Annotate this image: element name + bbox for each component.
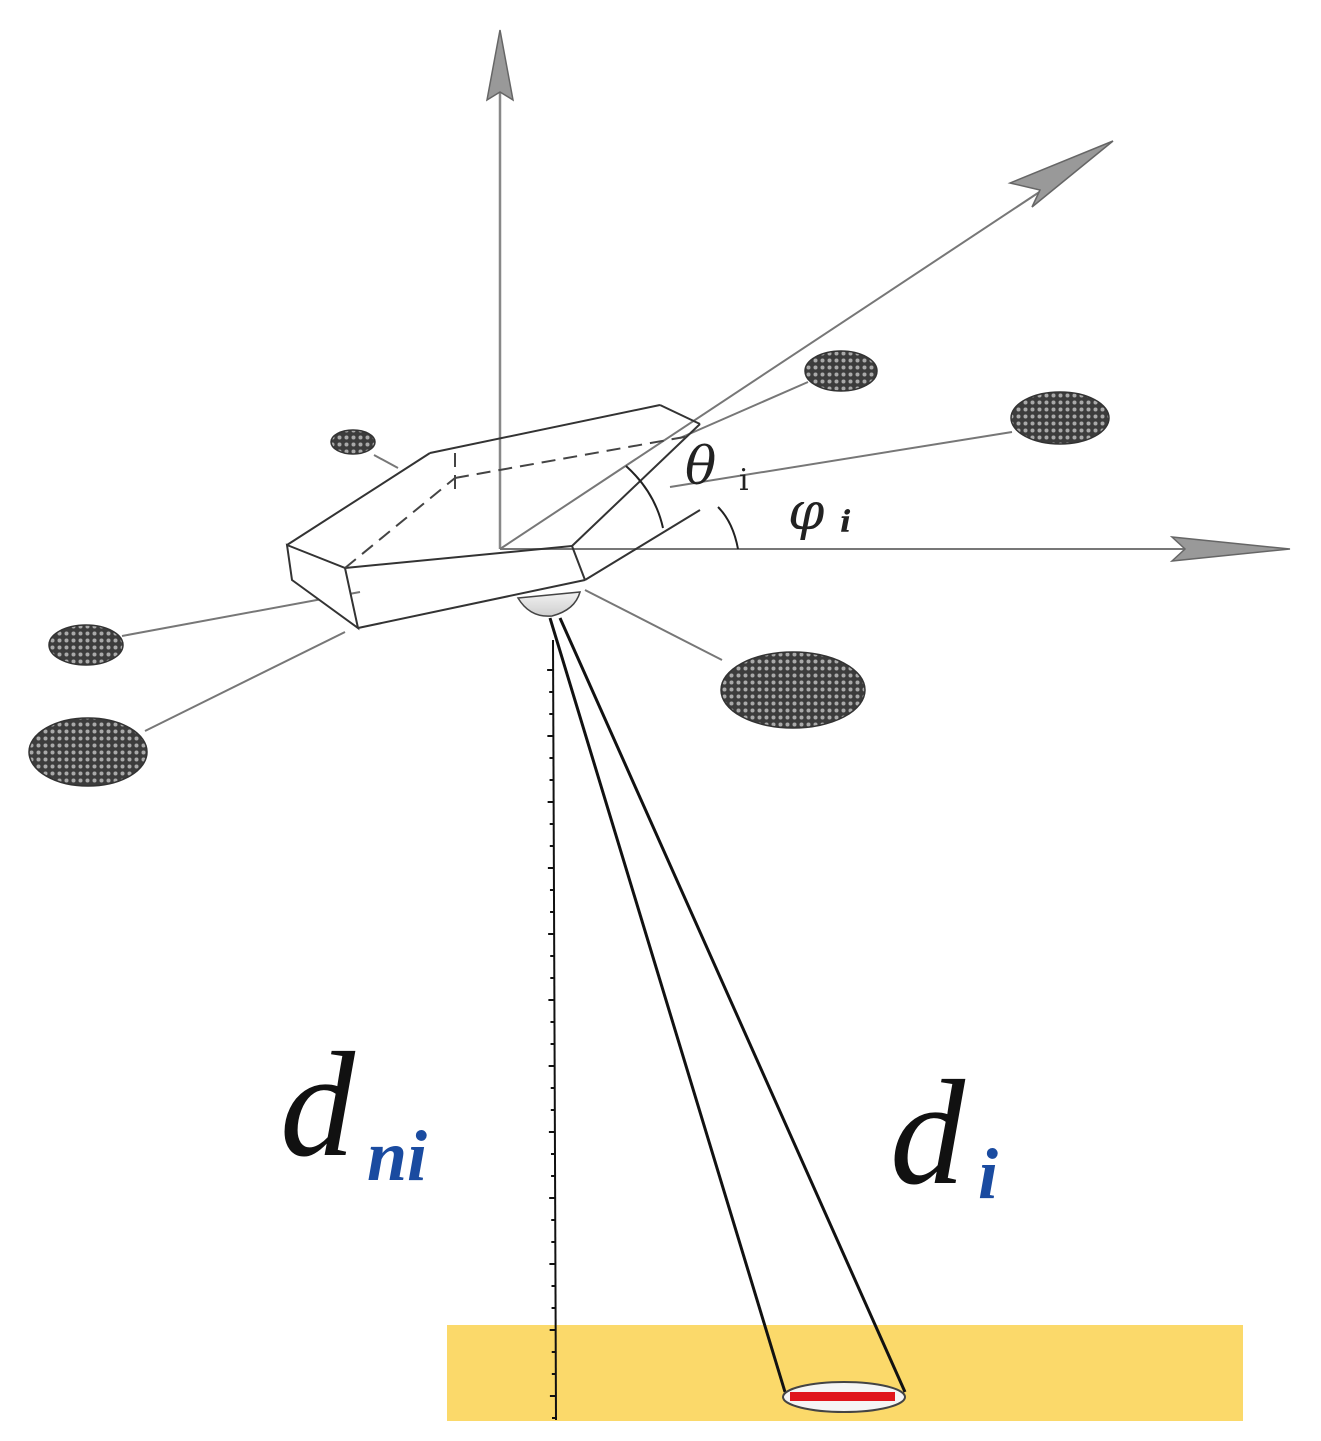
range-sensor xyxy=(516,591,582,617)
di-label: d i xyxy=(890,1050,998,1216)
rotors xyxy=(28,350,1110,787)
axis-diagonal xyxy=(499,140,1114,550)
dni-symbol: d xyxy=(280,1022,356,1188)
rotor-top-center xyxy=(804,350,878,392)
phi-label: φ i xyxy=(788,482,851,542)
rotor-front-right xyxy=(720,651,866,729)
theta-label: θ i xyxy=(685,437,749,498)
rotor-front-left xyxy=(48,624,124,666)
vertical-distance-line xyxy=(547,639,557,1421)
measurement-beam xyxy=(548,617,907,1393)
axis-vertical xyxy=(485,29,515,549)
di-symbol: d xyxy=(890,1050,966,1216)
rotor-top-right xyxy=(1010,391,1110,445)
rotor-top-left xyxy=(330,429,376,455)
di-subscript: i xyxy=(978,1134,998,1214)
phi-angle-arc xyxy=(717,506,739,550)
theta-subscript: i xyxy=(739,463,749,498)
rotor-rear-left xyxy=(28,717,148,787)
dni-label: d ni xyxy=(280,1022,427,1196)
phi-subscript: i xyxy=(840,505,851,540)
beam-footprint xyxy=(782,1381,906,1413)
theta-angle-arc xyxy=(625,465,664,529)
axis-horizontal xyxy=(500,536,1291,562)
theta-symbol: θ xyxy=(685,437,716,497)
phi-symbol: φ xyxy=(788,482,825,542)
rotor-arms xyxy=(121,381,1013,732)
angle-arcs xyxy=(625,465,739,550)
dni-subscript: ni xyxy=(367,1116,427,1196)
drone-body xyxy=(285,404,701,631)
